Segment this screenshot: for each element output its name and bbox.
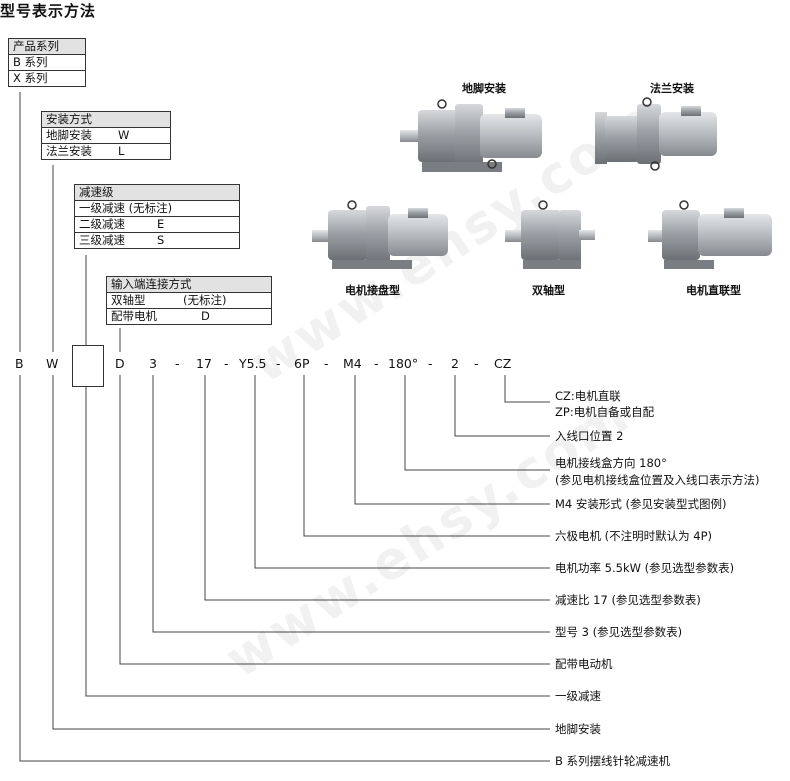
leader-size — [152, 375, 550, 633]
label-zp: ZP:电机自备或自配 — [555, 405, 655, 419]
product-direct-motor-image — [648, 200, 772, 269]
stage-row-2-name: 二级减速 — [79, 217, 125, 231]
code-ratio: 17 — [196, 356, 212, 371]
mount-row-flange-code: L — [118, 144, 125, 158]
stage-table: 减速级 一级减速 (无标注) 二级减速 E 三级减速 S — [74, 184, 240, 249]
product-dual-shaft-image — [505, 200, 595, 269]
stage-placeholder-box — [72, 345, 104, 387]
code-series: B — [15, 356, 24, 371]
stage-row-3-code: S — [157, 233, 165, 247]
label-size: 型号 3 (参见选型参数表) — [555, 625, 683, 639]
label-power: 电机功率 5.5kW (参见选型参数表) — [555, 561, 735, 575]
input-row-dual-name: 双轴型 — [111, 293, 146, 307]
leader-poles — [303, 375, 550, 537]
stage-row-3: 三级减速 S — [75, 233, 239, 248]
product-direct-motor-label: 电机直联型 — [686, 284, 741, 297]
label-box-direction: 电机接线盒方向 180° — [555, 456, 667, 470]
leader-foot — [52, 375, 550, 730]
leader-power — [254, 375, 550, 569]
mount-row-foot-code: W — [118, 128, 130, 142]
code-dash-3: - — [276, 356, 281, 371]
product-flange-mount-label: 法兰安装 — [650, 82, 694, 95]
leader-stage — [85, 386, 550, 697]
input-table: 输入端连接方式 双轴型 (无标注) 配带电机 D — [106, 276, 272, 325]
mount-row-foot-name: 地脚安装 — [46, 128, 92, 142]
series-table: 产品系列 B 系列 X 系列 — [8, 38, 86, 87]
code-dash-5: - — [374, 356, 379, 371]
mount-row-flange: 法兰安装 L — [42, 144, 170, 159]
series-row-b: B 系列 — [9, 55, 85, 71]
series-table-header: 产品系列 — [9, 39, 85, 55]
leader-ratio — [204, 375, 550, 601]
product-flange-mount-image — [595, 97, 717, 171]
input-row-dual: 双轴型 (无标注) — [107, 293, 271, 309]
leader-box — [404, 375, 550, 471]
leader-cz — [504, 375, 550, 403]
code-size: 3 — [149, 356, 157, 371]
code-dash-2: - — [224, 356, 229, 371]
stage-row-1: 一级减速 (无标注) — [75, 201, 239, 217]
leader-m4 — [354, 375, 550, 505]
label-motor: 配带电动机 — [555, 657, 613, 671]
product-foot-mount-label: 地脚安装 — [462, 82, 506, 95]
label-cz: CZ:电机直联 — [555, 389, 621, 403]
input-row-motor: 配带电机 D — [107, 309, 271, 324]
code-dash-1: - — [175, 356, 180, 371]
leader-motor — [119, 375, 550, 665]
mount-row-foot: 地脚安装 W — [42, 128, 170, 144]
code-power: Y5.5 — [239, 356, 267, 371]
stage-row-1-name: 一级减速 (无标注) — [79, 201, 173, 215]
input-table-header: 输入端连接方式 — [107, 277, 271, 293]
mount-row-flange-name: 法兰安装 — [46, 144, 92, 158]
code-input: D — [115, 356, 125, 371]
code-mounting-form: M4 — [343, 356, 362, 371]
leader-series — [19, 375, 550, 762]
stage-table-header: 减速级 — [75, 185, 239, 201]
page-title: 型号表示方法 — [0, 2, 97, 20]
product-motor-plate-image — [312, 200, 448, 269]
code-coupling: CZ — [494, 356, 512, 371]
label-stage: 一级减速 — [555, 689, 601, 703]
series-row-x: X 系列 — [13, 71, 48, 85]
label-mounting-form: M4 安装形式 (参见安装型式图例) — [555, 497, 727, 511]
leader-inlet — [454, 375, 550, 437]
stage-row-3-name: 三级减速 — [79, 233, 125, 247]
stage-row-2: 二级减速 E — [75, 217, 239, 233]
code-box-direction: 180° — [388, 356, 419, 371]
product-foot-mount-image — [400, 99, 542, 172]
code-dash-4: - — [324, 356, 329, 371]
input-row-motor-name: 配带电机 — [111, 309, 157, 323]
label-box-note: (参见电机接线盒位置及入线口表示方法) — [555, 473, 760, 487]
input-row-dual-code: (无标注) — [183, 293, 227, 307]
code-dash-6: - — [428, 356, 433, 371]
code-mount: W — [46, 356, 59, 371]
label-poles: 六极电机 (不注明时默认为 4P) — [555, 529, 713, 543]
stage-row-2-code: E — [157, 217, 165, 231]
input-row-motor-code: D — [201, 309, 210, 323]
label-ratio: 减速比 17 (参见选型参数表) — [555, 593, 701, 607]
product-motor-plate-label: 电机接盘型 — [345, 284, 400, 297]
mount-table-header: 安装方式 — [42, 112, 170, 128]
label-series: B 系列摆线针轮减速机 — [555, 754, 671, 768]
code-poles: 6P — [294, 356, 310, 371]
product-dual-shaft-label: 双轴型 — [532, 284, 565, 297]
mount-table: 安装方式 地脚安装 W 法兰安装 L — [41, 111, 171, 160]
code-inlet: 2 — [451, 356, 459, 371]
label-foot: 地脚安装 — [555, 722, 601, 736]
label-inlet: 入线口位置 2 — [555, 429, 624, 443]
code-dash-7: - — [474, 356, 479, 371]
